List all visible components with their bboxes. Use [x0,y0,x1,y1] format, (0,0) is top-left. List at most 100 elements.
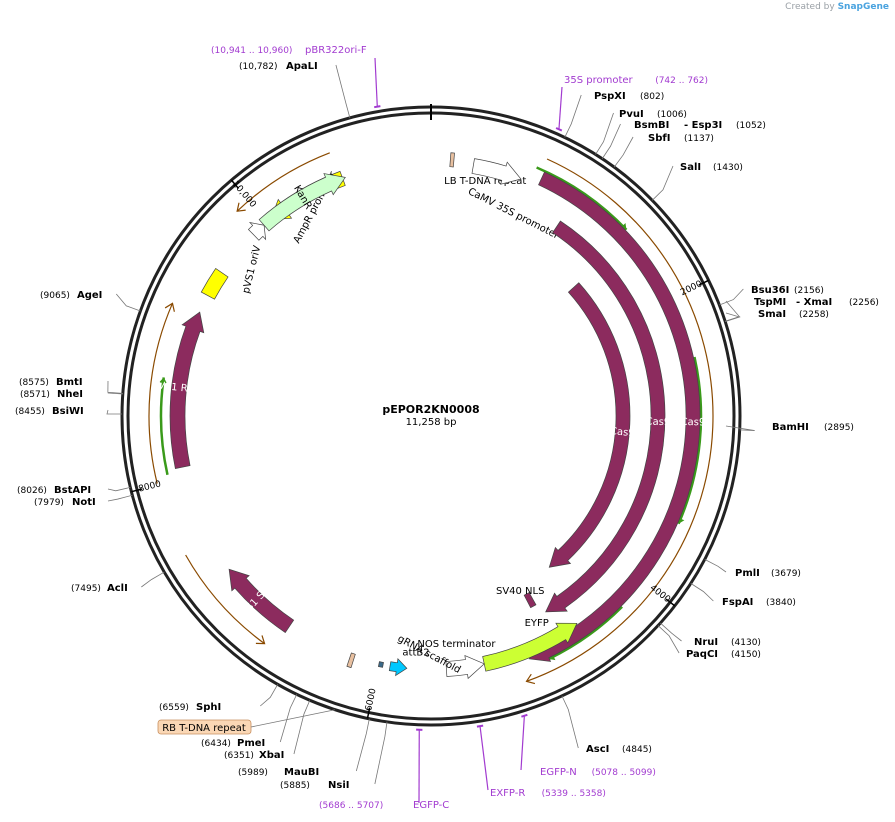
tick-mark-6000 [366,707,371,719]
feature-label-attb2: attB2 [402,647,429,658]
site-pos-bsiwi: (8455) [15,407,45,417]
feature-label-cas9-inner: Cas9 [610,426,636,439]
snapgene-logo: SnapGene [837,2,889,12]
feature-shape-cas9-middle [545,220,666,613]
feature-shape-rb-t-dna-repeat-box [346,652,356,669]
tick-label-6000: 6000 [364,687,379,712]
primer-range-exfp-r: (5339 .. 5358) [542,789,606,799]
primer-range-pbr322ori-f: (10,941 .. 10,960) [211,46,292,56]
site-nrui: NruI (4130) [660,622,761,648]
primer-line-exfp-r [479,726,489,791]
site-pos-pvui: (1006) [657,110,687,120]
site-pvui: PvuI (1006) [595,109,687,155]
site-pos-acli: (7495) [71,584,101,594]
plasmid-name: pEPOR2KN0008 [382,403,479,416]
green-guide-head-3-1 [159,377,168,384]
primer-name-pbr322ori-f: pBR322ori-F [305,45,367,56]
site-leader-nrui [660,622,682,642]
site-leader-xbai [293,700,311,755]
site-sbfi: SbfI(1137) [613,133,714,168]
feature-eyfp: EYFP [482,618,578,672]
primer-line-egfp-n [520,715,525,771]
site-name-bsu36i: Bsu36I [751,285,789,296]
site-pos-apali: (10,782) [239,62,278,72]
primer-exfp-r: EXFP-R(5339 .. 5358) [476,724,606,799]
site-paqci: PaqCI(4150) [657,625,761,660]
site-pos-nrui: (4130) [731,638,761,648]
tick-mark-4000 [665,598,676,607]
site-pos-fspai: (3840) [766,598,796,608]
site-leader-pvui [595,112,614,155]
primer-range-35s-promoter: (742 .. 762) [655,76,708,86]
feature-label-cas9-outer: Cas9 [680,417,705,429]
primer-name-egfp-n: EGFP-N [540,767,577,778]
feature-attb2: attB2 [388,647,430,677]
site-leader-sali [651,165,674,201]
site-bamhi: BamHI (2895) [725,422,854,433]
site-name-xbai: XbaI [259,750,284,761]
primer-name-egfp-c: EGFP-C [413,800,449,811]
site-leader-fspai [690,583,714,602]
primer-name-35s-promoter: 35S promoter [564,75,634,86]
primer-mark-pbr322ori-f [374,105,381,109]
tick-mark-8000 [131,488,143,493]
site-leader-bsu36i [719,288,744,306]
site-nhei: (8571)NheI [20,389,123,400]
primer-mark-exfp-r [476,724,484,728]
sites-layer: (10,782) ApaLI PspXI(802)PvuI (1006)BsmBI - … [15,61,879,791]
site-name-pvui: PvuI [619,109,644,120]
site-name-sphi: SphI [196,702,221,713]
site-pos-nhei: (8571) [20,390,50,400]
tick-label-8000: 8000 [138,479,163,494]
feature-label-camv-35s-promoter: CaMV 35S promoter [466,186,561,242]
site-leader-bamhi [725,425,755,431]
primer-line-pbr322ori-f [374,57,378,107]
feature-shape-kanr [258,173,346,232]
orf-arrowhead-1 [525,673,536,685]
site-leader-nhei [107,392,123,395]
feature-cas9-outer: Cas9 [528,171,705,662]
feature-sv40-nls: SV40 NLS [496,586,544,609]
feature-lb-t-dna-repeat: LB T-DNA repeat [444,152,526,187]
site-smai: SmaI(2258) [725,309,829,322]
orf-arrowhead-4 [236,202,246,212]
site-leader-nsii [374,721,388,785]
orf-arrowhead-2 [255,635,266,645]
site-name-pmei: PmeI [237,738,265,749]
site-agei: (9065)AgeI [40,290,141,312]
site-leader-pmei [279,694,298,743]
feature-label-pvs1-oriv: pVS1 oriV [241,244,264,294]
plasmid-length: 11,258 bp [406,417,457,428]
tick-label-2000: 2000 [679,279,704,298]
site-name-bamhi: BamHI [772,422,809,433]
site-name-sali: SalI [680,162,701,173]
feature-shape-camv-35s-promoter [471,158,522,185]
feature-shape-cas9-inner [548,282,631,568]
green-guide-3-1 [159,377,169,476]
backbone-inner-circle [126,111,736,721]
site-bstapi: (8026)BstAPI [17,485,131,496]
orf-line-2 [185,554,265,645]
site-name-nrui: NruI [694,637,718,648]
site-leader-agei [115,293,141,312]
site-pos-xbai: (6351) [224,751,254,761]
site-name-pspxi: PspXI [594,91,626,102]
primer-35s-promoter: 35S promoter (742 .. 762) [555,75,708,132]
site-pmei: (6434)PmeI [201,694,298,749]
site-name-noti: NotI [72,497,96,508]
site-name-bstapi: BstAPI [54,485,91,496]
site-pspxi: PspXI(802) [564,91,664,138]
feature-shape-eyfp [482,622,578,672]
site-name-bsmbi: BsmBI [634,120,669,131]
site-name-bsiwi: BsiWI [52,406,84,417]
site-pos-noti: (7979) [34,498,64,508]
site-pos-asci: (4845) [622,745,652,755]
site-bsiwi: (8455) BsiWI [15,406,123,417]
primer-egfp-c: (5686 .. 5707)EGFP-C [319,728,449,811]
site-extra-bsmbi: - Esp3I [684,120,722,131]
site-pos-bamhi: (2895) [824,423,854,433]
feature-label-eyfp: EYFP [525,618,549,629]
site-name-apali: ApaLI [286,61,318,72]
site-pos-maubi: (5989) [238,768,268,778]
site-leader-bsiwi [106,409,123,415]
